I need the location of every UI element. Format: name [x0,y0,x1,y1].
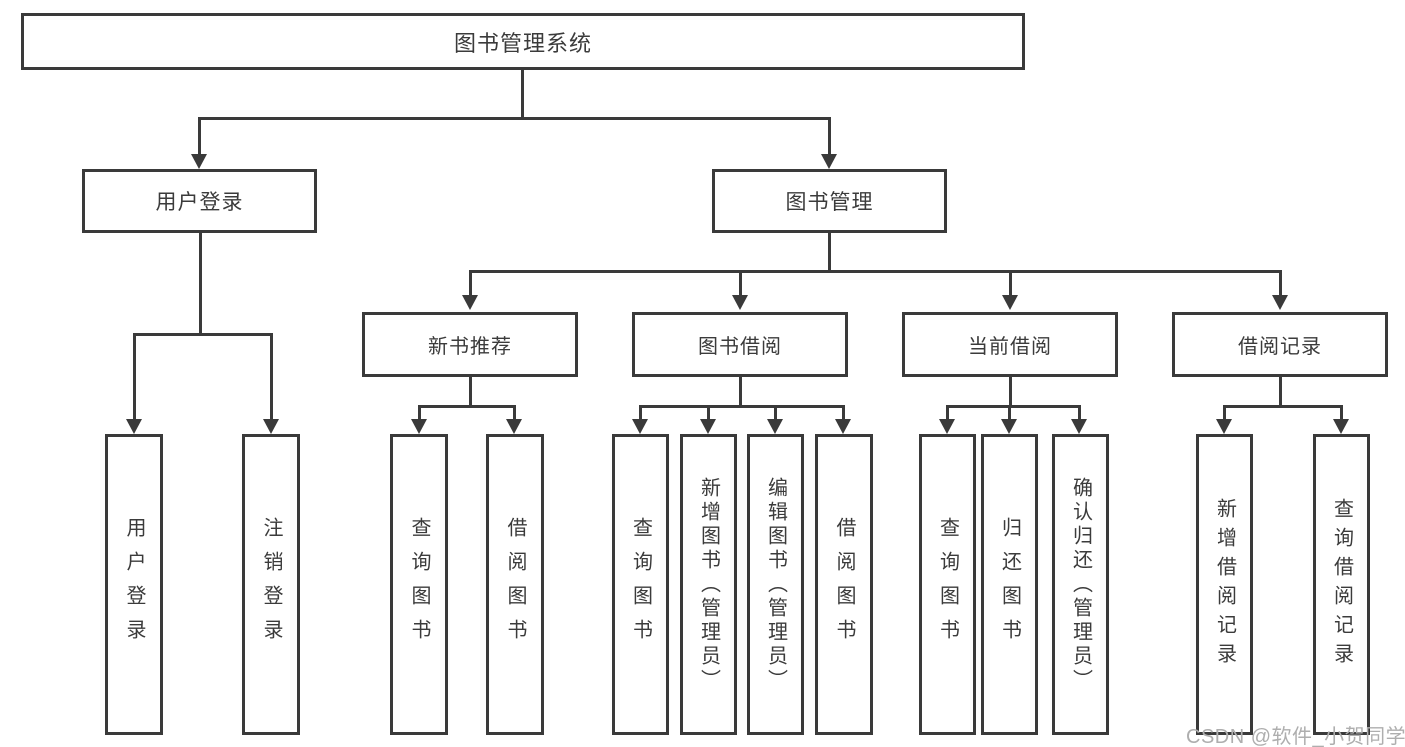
leaf-borrow-book-2-label: 借阅图书 [833,516,855,653]
edge-to-leaf-return-book [1008,405,1011,420]
edge-book-management-bar [469,270,1281,273]
leaf-query-book-2: 查询图书 [612,434,669,735]
node-borrow-records: 借阅记录 [1172,312,1388,377]
arrowhead-book-management-icon [821,154,837,169]
node-book-management-label: 图书管理 [785,191,874,214]
leaf-edit-book-admin-label: 编辑图书（管理员） [764,476,787,693]
leaf-add-book-admin: 新增图书（管理员） [680,434,737,735]
leaf-add-borrow-record: 新增借阅记录 [1196,434,1253,735]
leaf-return-book: 归还图书 [981,434,1038,735]
leaf-query-book-1-label: 查询图书 [408,516,430,653]
node-borrow-records-label: 借阅记录 [1238,336,1322,358]
edge-user-login-bar [133,333,272,336]
arrowhead-leaf-add-book-icon [700,419,716,434]
arrowhead-current-borrow-icon [1002,295,1018,310]
arrowhead-book-borrow-icon [732,295,748,310]
edge-to-leaf-query-book-1 [418,405,421,420]
node-book-borrow-label: 图书借阅 [698,336,782,358]
node-current-borrow-label: 当前借阅 [968,336,1052,358]
edge-to-leaf-query-book-3 [946,405,949,420]
node-user-login: 用户登录 [82,169,317,233]
arrowhead-leaf-login-icon [126,419,142,434]
leaf-borrow-book-1-label: 借阅图书 [504,516,526,653]
leaf-user-login-label: 用户登录 [123,516,145,653]
node-root-system: 图书管理系统 [21,13,1025,70]
arrowhead-user-login-icon [191,154,207,169]
arrowhead-leaf-return-book-icon [1001,419,1017,434]
node-user-login-label: 用户登录 [155,191,244,214]
leaf-add-borrow-record-label: 新增借阅记录 [1213,497,1236,672]
edge-root-bar [198,117,831,120]
leaf-confirm-return-admin-label: 确认归还（管理员） [1069,476,1092,693]
arrowhead-leaf-query-book-3-icon [939,419,955,434]
node-new-book-rec-label: 新书推荐 [428,336,512,358]
edge-new-book-rec-stem [469,377,472,408]
edge-to-leaf-query-record [1340,405,1343,420]
arrowhead-new-book-rec-icon [462,295,478,310]
leaf-query-borrow-record: 查询借阅记录 [1313,434,1370,735]
leaf-user-login: 用户登录 [105,434,163,735]
leaf-query-book-1: 查询图书 [390,434,448,735]
arrowhead-leaf-edit-book-icon [767,419,783,434]
edge-book-borrow-stem [739,377,742,408]
leaf-add-book-admin-label: 新增图书（管理员） [697,476,720,693]
edge-to-leaf-login [133,333,136,420]
arrowhead-leaf-logout-icon [263,419,279,434]
edge-to-leaf-borrow-book-1 [513,405,516,420]
leaf-logout: 注销登录 [242,434,300,735]
edge-book-borrow-bar [639,405,843,408]
arrowhead-leaf-borrow-book-2-icon [835,419,851,434]
leaf-query-book-3-label: 查询图书 [936,516,959,653]
edge-to-current-borrow [1009,270,1012,296]
leaf-edit-book-admin: 编辑图书（管理员） [747,434,804,735]
edge-to-borrow-records [1279,270,1282,296]
node-root-label: 图书管理系统 [453,30,592,56]
leaf-query-borrow-record-label: 查询借阅记录 [1330,497,1353,672]
arrowhead-borrow-records-icon [1272,295,1288,310]
node-book-management: 图书管理 [712,169,947,233]
leaf-return-book-label: 归还图书 [998,516,1021,653]
arrowhead-leaf-query-book-2-icon [632,419,648,434]
leaf-borrow-book-2: 借阅图书 [815,434,873,735]
arrowhead-leaf-add-record-icon [1216,419,1232,434]
edge-root-stem [521,70,524,120]
edge-user-login-stem [199,233,202,336]
edge-to-leaf-query-book-2 [639,405,642,420]
node-current-borrow: 当前借阅 [902,312,1118,377]
edge-to-book-management [828,117,831,155]
edge-to-leaf-logout [270,333,273,420]
leaf-borrow-book-1: 借阅图书 [486,434,544,735]
arrowhead-leaf-query-book-1-icon [411,419,427,434]
edge-new-book-rec-bar [418,405,515,408]
csdn-watermark: CSDN @软件_小贺同学 [1186,726,1405,747]
leaf-query-book-3: 查询图书 [919,434,976,735]
edge-borrow-records-bar [1223,405,1342,408]
edge-to-leaf-borrow-book-2 [842,405,845,420]
edge-to-user-login [198,117,201,155]
node-book-borrow: 图书借阅 [632,312,848,377]
edge-to-leaf-edit-book [774,405,777,420]
edge-to-new-book-rec [469,270,472,296]
edge-current-borrow-bar [946,405,1081,408]
edge-to-leaf-add-record [1223,405,1226,420]
arrowhead-leaf-confirm-return-icon [1071,419,1087,434]
edge-to-leaf-confirm-return [1078,405,1081,420]
leaf-confirm-return-admin: 确认归还（管理员） [1052,434,1109,735]
edge-to-leaf-add-book [707,405,710,420]
edge-current-borrow-stem [1009,377,1012,408]
node-new-book-rec: 新书推荐 [362,312,578,377]
leaf-logout-label: 注销登录 [260,516,282,653]
arrowhead-leaf-borrow-book-1-icon [506,419,522,434]
edge-book-management-stem [828,233,831,272]
edge-to-book-borrow [739,270,742,296]
leaf-query-book-2-label: 查询图书 [629,516,652,653]
arrowhead-leaf-query-record-icon [1333,419,1349,434]
edge-borrow-records-stem [1279,377,1282,408]
